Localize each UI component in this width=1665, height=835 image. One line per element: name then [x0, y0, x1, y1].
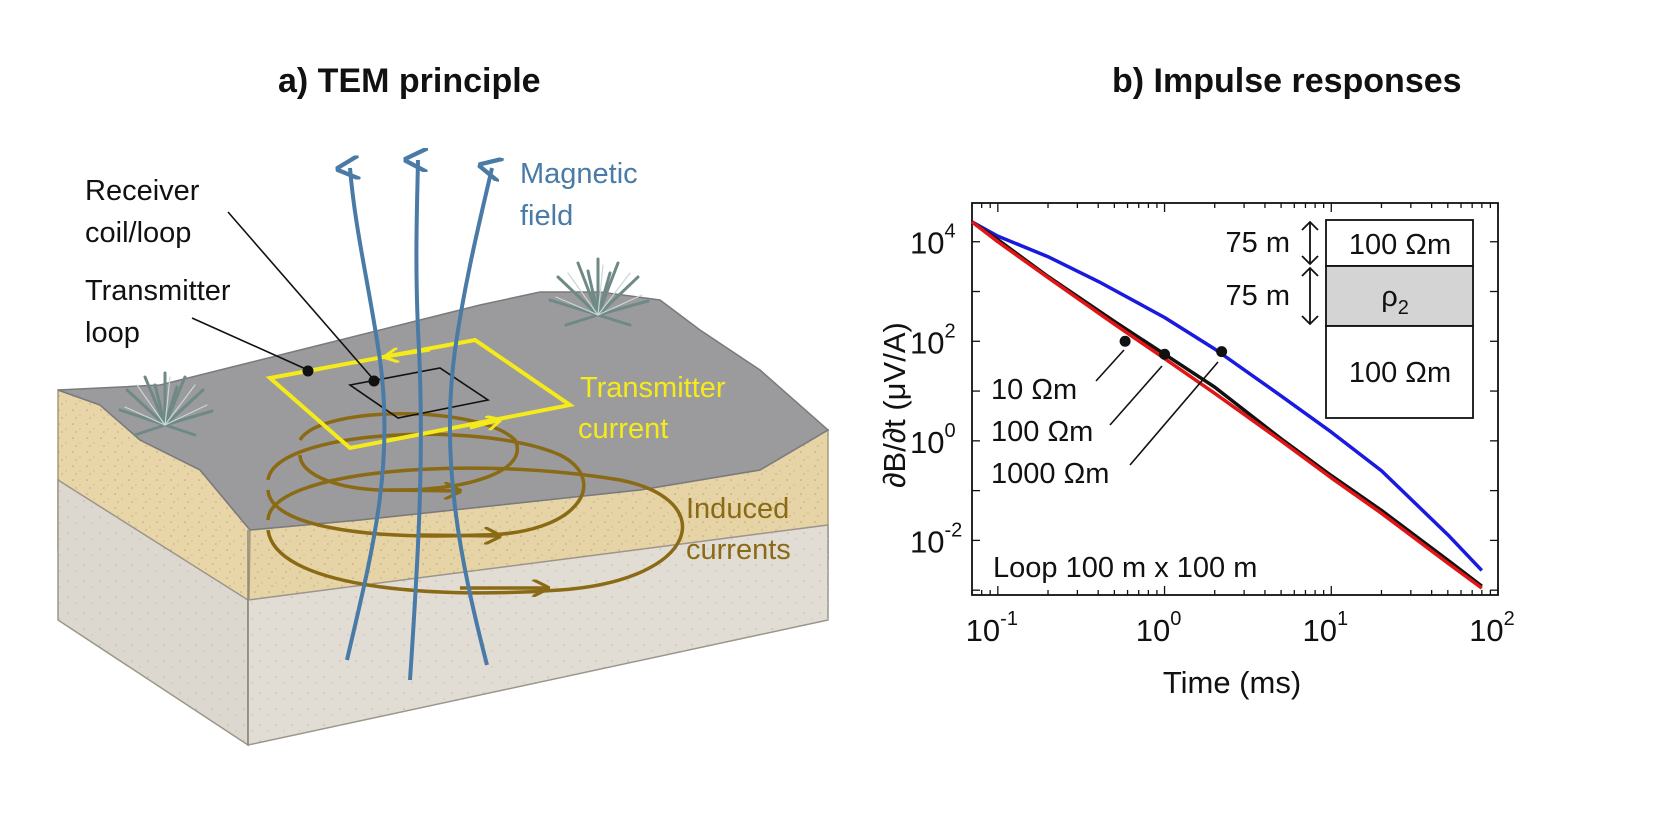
transmitter-pointer — [191, 317, 314, 377]
magnetic-field-lines — [347, 160, 492, 681]
y-tick-label: 104 — [910, 221, 956, 261]
agave-plant-right — [548, 257, 650, 327]
agave-plant-left — [118, 371, 214, 437]
y-tick-label: 10-2 — [910, 519, 962, 559]
model-layer-3 — [1325, 325, 1474, 419]
y-axis-label: ∂B/∂t (μV/A) — [877, 322, 912, 488]
layer-1-resistivity: 100 Ωm — [1349, 229, 1451, 261]
series-marker — [1119, 335, 1131, 347]
induced-currents-label-line2: currents — [686, 534, 791, 566]
x-axis-label: Time (ms) — [1163, 665, 1301, 700]
receiver-pointer — [227, 211, 380, 387]
magnetic-field-label-line2: field — [520, 200, 573, 232]
layer-3-resistivity: 100 Ωm — [1349, 357, 1451, 389]
receiver-loop — [347, 367, 491, 419]
layer-2-resistivity: ρ2 — [1381, 281, 1409, 319]
x-tick-label: 102 — [1469, 608, 1515, 648]
curve-label-100: 100 Ωm — [991, 416, 1093, 448]
y-tick-label: 100 — [910, 420, 956, 460]
y-tick-label: 102 — [910, 320, 956, 360]
ground-surface — [57, 291, 830, 531]
x-tick-label: 100 — [1136, 608, 1182, 648]
plot-frame — [971, 202, 1499, 596]
transmitter-loop — [265, 337, 576, 451]
panel-a-title: a) TEM principle — [278, 62, 541, 100]
series-line-10-ohm — [971, 220, 1484, 572]
transmitter-current-label-line2: current — [578, 413, 668, 445]
panel-b-title: b) Impulse responses — [1112, 62, 1462, 100]
induced-currents-label-line1: Induced — [686, 493, 789, 525]
receiver-label-line1: Receiver — [85, 175, 200, 207]
layer-model-inset: 100 Ωm ρ2 100 Ωm 75 m 75 m — [1226, 219, 1474, 419]
transmitter-current-label-line1: Transmitter — [580, 372, 726, 404]
model-layer-1 — [1325, 219, 1474, 267]
x-tick-label: 10-1 — [966, 608, 1018, 648]
magnetic-field-label-line1: Magnetic — [520, 158, 638, 190]
series-line-1000-ohm — [970, 220, 1483, 590]
thickness-arrows — [1301, 220, 1319, 326]
transmitter-label-line2: loop — [85, 317, 140, 349]
loop-size-annotation: Loop 100 m x 100 m — [993, 552, 1257, 584]
series-marker — [1216, 346, 1228, 358]
curve-label-1000: 1000 Ωm — [991, 458, 1109, 490]
layer-1-thickness: 75 m — [1226, 227, 1290, 259]
receiver-label-line2: coil/loop — [85, 217, 191, 249]
transmitter-label-line1: Transmitter — [85, 275, 231, 307]
layer-2-thickness: 75 m — [1226, 280, 1290, 312]
series-marker — [1159, 348, 1171, 360]
curve-label-10: 10 Ωm — [991, 374, 1077, 406]
x-tick-label: 101 — [1302, 608, 1348, 648]
induced-currents — [266, 412, 685, 593]
curve-label-group: 10 Ωm 100 Ωm 1000 Ωm — [991, 349, 1219, 490]
